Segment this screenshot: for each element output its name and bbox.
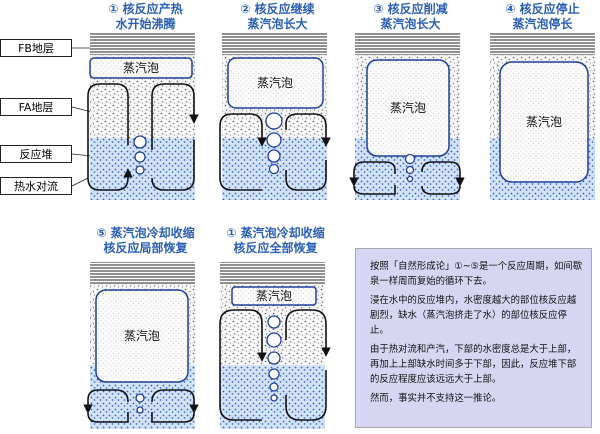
stage-2-title-line2: 蒸汽泡长大 xyxy=(247,17,308,31)
convection-loop-right xyxy=(151,83,199,150)
convection-loop-left xyxy=(87,83,133,191)
bubble xyxy=(135,165,145,175)
bubble xyxy=(266,132,282,148)
stage-4-title: ④ 核反应停止 蒸汽泡停长 xyxy=(485,2,600,32)
stage-1-title: ① 核反应产热 水开始沸腾 xyxy=(88,2,203,32)
stage-5-title-line2: 核反应局部恢复 xyxy=(103,241,188,255)
convection-loop-left xyxy=(219,113,267,191)
bubble xyxy=(270,394,278,402)
convection-loop-left xyxy=(219,309,267,421)
stage-4-title-line2: 蒸汽泡停长 xyxy=(512,17,573,31)
convection-loop-right xyxy=(421,161,465,187)
panel-stage-3: 蒸汽泡 xyxy=(349,33,465,200)
steam-bubble xyxy=(95,289,189,383)
note-paragraph-1: 按照「自然形成论」①~⑤是一个反应周期，如间歇泉一样周而复始的循环下去。 xyxy=(370,261,583,287)
panel-stage-2: 蒸汽泡 xyxy=(219,33,331,200)
bubble xyxy=(134,151,146,163)
bubble xyxy=(268,368,280,380)
bubble xyxy=(269,382,279,392)
bubble xyxy=(406,175,414,183)
bubble xyxy=(267,315,281,329)
stage-2-title: ② 核反应继续 蒸汽泡长大 xyxy=(220,2,335,32)
panel-stage-5: 蒸汽泡 xyxy=(83,262,199,429)
bubble xyxy=(404,153,416,165)
steam-bubble-label: 蒸汽泡 xyxy=(526,114,562,129)
steam-bubble-label: 蒸汽泡 xyxy=(257,75,293,90)
convection-loop-right xyxy=(285,309,331,357)
steam-bubble-label: 蒸汽泡 xyxy=(390,100,426,115)
steam-bubble xyxy=(227,57,324,109)
label-fb-layer: FB地层 xyxy=(0,39,72,57)
bubble xyxy=(405,165,415,175)
label-convection: 热水对流 xyxy=(0,177,72,195)
bubble xyxy=(268,163,280,175)
steam-bubble-label: 蒸汽泡 xyxy=(124,328,160,343)
bubble xyxy=(135,393,145,403)
stage-1-title-line1: ① 核反应产热 xyxy=(108,2,183,16)
steam-bubble xyxy=(499,61,589,183)
note-paragraph-4: 然而，事实并不支持这一推论。 xyxy=(370,393,502,404)
bubble xyxy=(266,332,282,348)
stage-6-title-line1: ① 蒸汽泡冷却收缩 xyxy=(226,226,325,240)
stage-3-title-line2: 蒸汽泡长大 xyxy=(380,17,441,31)
bubble xyxy=(265,112,283,130)
stage-3-title-line1: ③ 核反应削减 xyxy=(373,2,448,16)
stage-5-title-line1: ⑤ 蒸汽泡冷却收缩 xyxy=(96,226,195,240)
convection-loop-right xyxy=(151,389,199,414)
stage-6-title-line2: 核反应全部恢复 xyxy=(233,241,318,255)
note-paragraph-2: 浸在水中的反应堆内，水密度越大的部位核反应越剧烈，缺水（蒸汽泡挤走了水）的部位核… xyxy=(370,295,577,336)
bubble xyxy=(133,135,147,149)
convection-loop-left xyxy=(349,161,396,187)
convection-loop-right xyxy=(285,113,331,147)
panel-stage-1: 蒸汽泡 xyxy=(87,33,199,200)
stage-4-title-line1: ④ 核反应停止 xyxy=(505,2,580,16)
steam-bubble-label: 蒸汽泡 xyxy=(123,60,159,75)
label-leader-lines xyxy=(71,47,93,187)
steam-bubble xyxy=(89,57,193,79)
bubble xyxy=(267,351,281,365)
bubble xyxy=(136,406,144,414)
stage-3-title: ③ 核反应削减 蒸汽泡长大 xyxy=(353,2,468,32)
stage-5-title: ⑤ 蒸汽泡冷却收缩 核反应局部恢复 xyxy=(88,226,203,256)
convection-loop-left xyxy=(83,389,129,414)
label-reactor: 反应堆 xyxy=(0,145,72,163)
note-paragraph-3: 由于热对流和产汽，下部的水密度总是大于上部，再加上上部缺水时间多于下部，因此，反… xyxy=(370,344,577,385)
stage-6-title: ① 蒸汽泡冷却收缩 核反应全部恢复 xyxy=(218,226,333,256)
panel-stage-4: 蒸汽泡 xyxy=(490,33,595,200)
explanation-note: 按照「自然形成论」①~⑤是一个反应周期，如间歇泉一样周而复始的循环下去。 浸在水… xyxy=(355,248,592,428)
label-fa-layer: FA地层 xyxy=(0,98,72,116)
stage-2-title-line1: ② 核反应继续 xyxy=(240,2,315,16)
steam-bubble xyxy=(231,286,317,306)
bubble xyxy=(267,149,281,163)
stage-1-title-line2: 水开始沸腾 xyxy=(115,17,176,31)
steam-bubble-label: 蒸汽泡 xyxy=(256,288,292,303)
panel-stage-6: 蒸汽泡 xyxy=(219,262,331,429)
